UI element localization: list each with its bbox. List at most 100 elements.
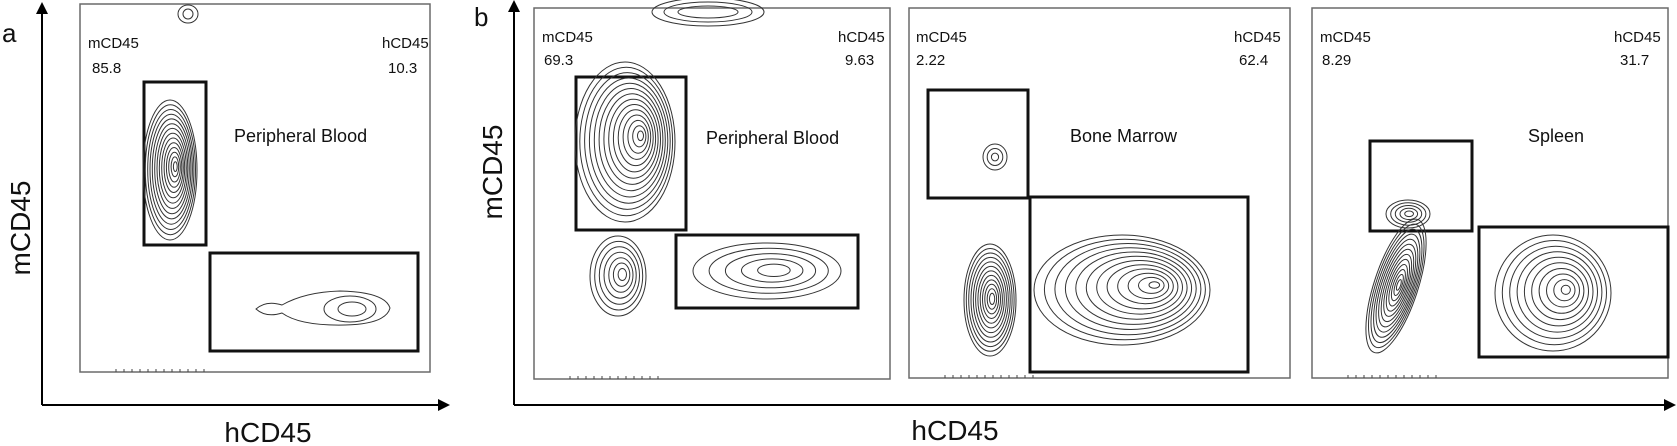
gate-mcd45 bbox=[926, 88, 1030, 200]
contour-line bbox=[149, 113, 193, 225]
contour-line bbox=[1127, 272, 1170, 300]
panel-b-x-axis-arrow bbox=[1664, 399, 1676, 411]
contour-cluster-mcd45 bbox=[574, 61, 676, 223]
contour-line bbox=[968, 252, 1013, 348]
contour-line bbox=[1531, 262, 1589, 321]
contour-line bbox=[1106, 264, 1179, 310]
contour-line bbox=[147, 109, 195, 230]
contour-line bbox=[990, 152, 1000, 162]
contour-cluster-mcd45 bbox=[142, 99, 198, 241]
contour-line bbox=[608, 257, 634, 293]
gate-value-mcd45: 2.22 bbox=[916, 52, 945, 69]
contour-line bbox=[584, 72, 671, 210]
contour-line bbox=[593, 82, 666, 198]
contour-line bbox=[142, 99, 198, 241]
contour-line bbox=[579, 66, 674, 217]
gate-hcd45 bbox=[1028, 195, 1250, 374]
contour-line bbox=[963, 243, 1017, 357]
gate-value-mcd45: 69.3 bbox=[544, 52, 573, 69]
contour-line bbox=[1373, 233, 1421, 338]
panel-a-y-axis-arrow bbox=[36, 2, 48, 14]
panel-b-y-axis-arrow bbox=[508, 0, 520, 12]
gate-value-mcd45: 8.29 bbox=[1322, 52, 1351, 69]
gate-value-hcd45: 9.63 bbox=[845, 52, 874, 69]
contour-line bbox=[1075, 251, 1193, 325]
gate-label-mcd45: mCD45 bbox=[542, 29, 593, 46]
panel-letter-a: a bbox=[2, 18, 17, 48]
contour-cluster-double-negative bbox=[589, 235, 647, 317]
contour-line bbox=[589, 235, 647, 317]
contour-cluster-hcd45 bbox=[1494, 234, 1612, 352]
contour-line bbox=[617, 268, 627, 281]
contour-line bbox=[757, 263, 791, 277]
contour-line bbox=[588, 77, 669, 204]
contour-line bbox=[1138, 276, 1165, 294]
tissue-label: Bone Marrow bbox=[1070, 126, 1178, 146]
contour-line bbox=[1033, 234, 1211, 346]
contour-line bbox=[598, 88, 664, 192]
contour-line bbox=[1509, 245, 1603, 339]
contour-line bbox=[1404, 210, 1414, 218]
contour-line bbox=[965, 248, 1015, 352]
contour-line bbox=[708, 247, 829, 294]
contour-top-partial bbox=[177, 4, 199, 24]
contour-line bbox=[172, 161, 178, 173]
contour-line bbox=[1538, 268, 1585, 314]
contour-line bbox=[1117, 268, 1174, 305]
panel-letter-b: b bbox=[474, 2, 488, 32]
contour-line bbox=[692, 242, 842, 300]
plot-frame bbox=[1311, 7, 1669, 379]
contour-line bbox=[154, 123, 190, 215]
gate-label-hcd45: hCD45 bbox=[382, 35, 429, 52]
plot-frame bbox=[79, 3, 431, 373]
contour-line bbox=[977, 270, 1005, 329]
plot-frame bbox=[908, 7, 1291, 379]
contour-cluster-mcd45 bbox=[1385, 199, 1431, 229]
contour-line bbox=[1096, 260, 1183, 315]
contour-line bbox=[1385, 199, 1431, 229]
contour-line bbox=[612, 104, 657, 173]
gate-mcd45 bbox=[142, 80, 208, 247]
gate-mcd45 bbox=[1368, 139, 1474, 233]
contour-line bbox=[612, 262, 631, 287]
contour-line bbox=[982, 279, 1001, 320]
tissue-label: Spleen bbox=[1528, 126, 1584, 146]
contour-top-partial bbox=[651, 0, 765, 27]
contour-line bbox=[1523, 256, 1594, 327]
panel-a-x-axis-title: hCD45 bbox=[224, 417, 311, 446]
plot-bone-marrow: mCD45 2.22 hCD45 62.4 Bone Marrow bbox=[908, 7, 1291, 379]
contour-line bbox=[1365, 218, 1427, 354]
gate-value-hcd45: 10.3 bbox=[388, 60, 417, 77]
contour-cluster-double-negative bbox=[1365, 218, 1427, 354]
gate-mcd45 bbox=[574, 75, 688, 232]
gate-value-mcd45: 85.8 bbox=[92, 60, 121, 77]
contour-line bbox=[1054, 243, 1202, 336]
contour-line bbox=[1375, 238, 1419, 333]
contour-line bbox=[1393, 273, 1404, 296]
contour-line bbox=[1367, 223, 1425, 349]
contour-line bbox=[637, 130, 644, 142]
gate-label-mcd45: mCD45 bbox=[88, 35, 139, 52]
tissue-label: Peripheral Blood bbox=[234, 126, 367, 146]
contour-cluster-mcd45 bbox=[982, 143, 1008, 171]
contour-line bbox=[1383, 253, 1413, 317]
contour-line bbox=[1394, 205, 1423, 223]
gate-hcd45 bbox=[1477, 225, 1670, 359]
contour-line bbox=[1148, 281, 1161, 289]
contour-line bbox=[1546, 273, 1580, 308]
contour-line bbox=[989, 292, 996, 305]
contour-line bbox=[627, 119, 649, 154]
contour-line bbox=[594, 240, 644, 311]
contour-line bbox=[165, 147, 183, 188]
contour-line bbox=[608, 98, 659, 179]
contour-line bbox=[984, 283, 1000, 315]
contour-line bbox=[982, 143, 1008, 171]
panel-b-y-axis-title: mCD45 bbox=[477, 125, 508, 220]
panel-b-x-axis-title: hCD45 bbox=[911, 415, 998, 446]
contour-line bbox=[1085, 255, 1188, 320]
contour-line bbox=[741, 258, 804, 283]
contour-line bbox=[1560, 284, 1571, 295]
contour-line bbox=[724, 253, 817, 289]
contour-line bbox=[979, 274, 1003, 324]
contour-line bbox=[168, 151, 181, 183]
